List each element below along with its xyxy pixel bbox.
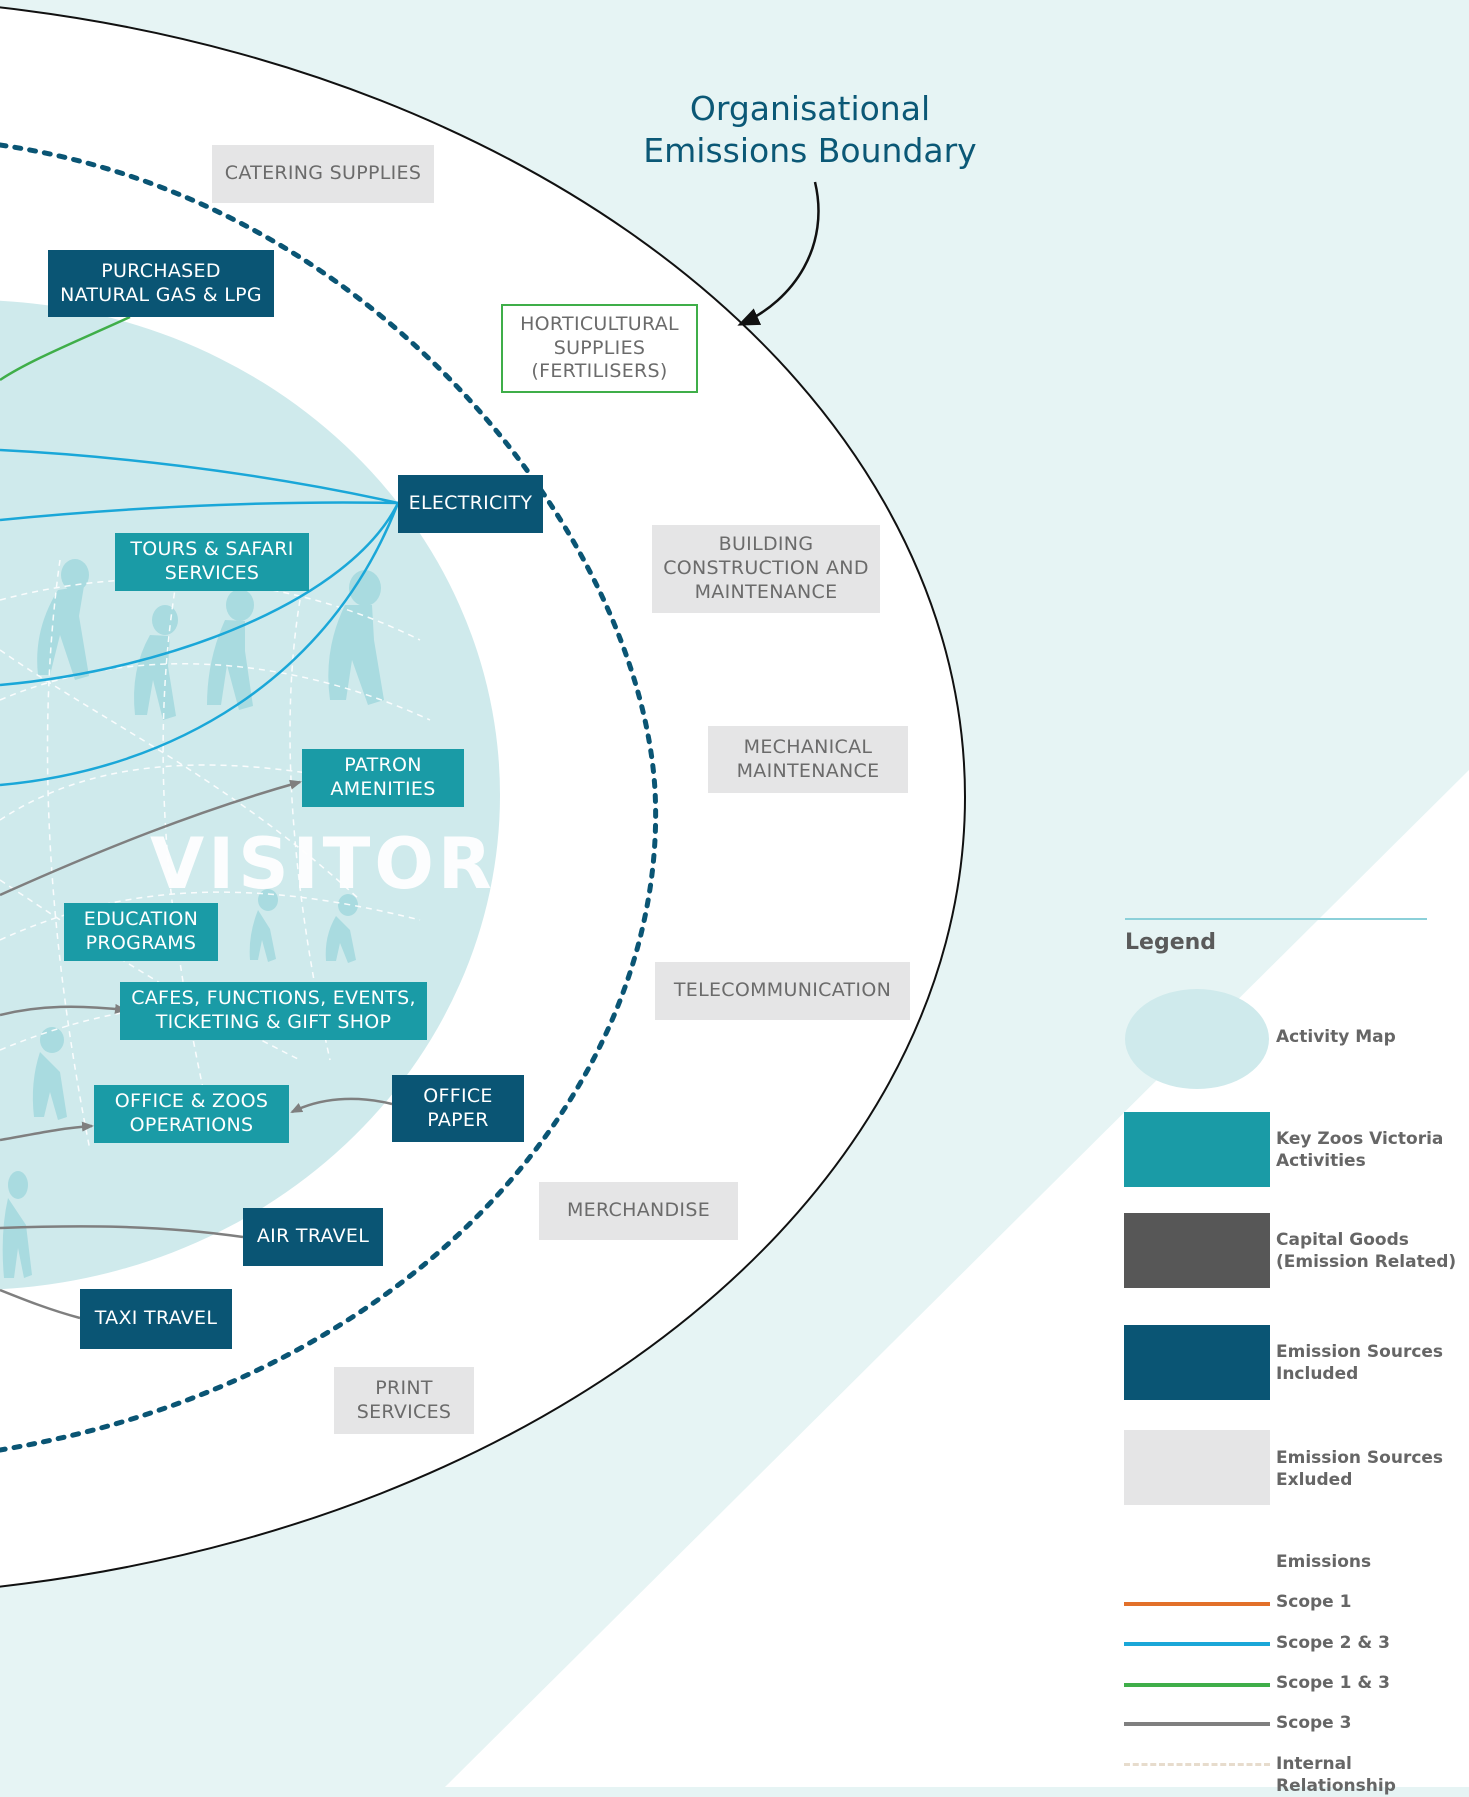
legend-scope1-line [1124,1602,1270,1606]
legend-key-activities-label: Key Zoos Victoria Activities [1276,1129,1444,1171]
box-catering-supplies: CATERING SUPPLIES [212,145,434,203]
legend-emissions-heading: Emissions [1276,1552,1372,1572]
box-horticultural-supplies: HORTICULTURAL SUPPLIES (FERTILISERS) [501,304,698,393]
box-mechanical-maintenance: MECHANICAL MAINTENANCE [708,726,908,793]
box-telecommunication: TELECOMMUNICATION [655,962,910,1020]
legend-excluded-label: Emission Sources Exluded [1276,1448,1444,1490]
box-cafes-functions: CAFES, FUNCTIONS, EVENTS, TICKETING & GI… [120,982,427,1040]
dotted-boundary [0,142,659,1453]
box-building-construction: BUILDING CONSTRUCTION AND MAINTENANCE [652,525,880,613]
legend-capital-goods-swatch [1124,1213,1270,1288]
legend-key-activities-swatch [1124,1112,1270,1187]
legend-scope13-line [1124,1683,1270,1687]
box-taxi-travel: TAXI TRAVEL [80,1289,232,1349]
legend-internal-label: Internal Relationship [1276,1754,1396,1796]
box-air-travel: AIR TRAVEL [243,1208,383,1266]
box-tours-safari: TOURS & SAFARI SERVICES [115,533,309,591]
legend-scope1-label: Scope 1 [1276,1592,1352,1612]
legend-scope13-label: Scope 1 & 3 [1276,1673,1390,1693]
legend-internal-line [1124,1763,1270,1766]
legend-included-label: Emission Sources Included [1276,1342,1444,1384]
legend-included-swatch [1124,1325,1270,1400]
scope23-connectors-electricity [0,448,400,787]
box-electricity: ELECTRICITY [398,475,543,533]
legend-scope3-label: Scope 3 [1276,1713,1352,1733]
legend-divider [1125,918,1427,920]
legend-capital-goods-label: Capital Goods (Emission Related) [1276,1230,1457,1272]
legend-excluded-swatch [1124,1430,1270,1505]
visitor-silhouettes [2,559,384,1278]
activity-map-label: VISITORS [150,823,551,905]
legend-scope23-line [1124,1642,1270,1646]
legend-activity-map-swatch [1125,989,1269,1089]
box-print-services: PRINT SERVICES [334,1367,474,1434]
box-office-paper: OFFICE PAPER [392,1075,524,1142]
legend-title: Legend [1125,930,1217,955]
legend-scope23-label: Scope 2 & 3 [1276,1633,1390,1653]
boundary-callout-arrow [737,181,820,326]
box-merchandise: MERCHANDISE [539,1182,738,1240]
box-education-programs: EDUCATION PROGRAMS [64,903,218,961]
legend-activity-map-label: Activity Map [1276,1027,1396,1047]
boundary-label: Organisational Emissions Boundary [643,89,977,170]
box-purchased-natural-gas: PURCHASED NATURAL GAS & LPG [48,250,274,317]
legend-scope3-line [1124,1722,1270,1726]
scope3-connectors [0,779,393,1320]
box-office-zoos-operations: OFFICE & ZOOS OPERATIONS [94,1085,289,1143]
scope13-connector-gas [0,315,131,382]
box-patron-amenities: PATRON AMENITIES [302,749,464,807]
